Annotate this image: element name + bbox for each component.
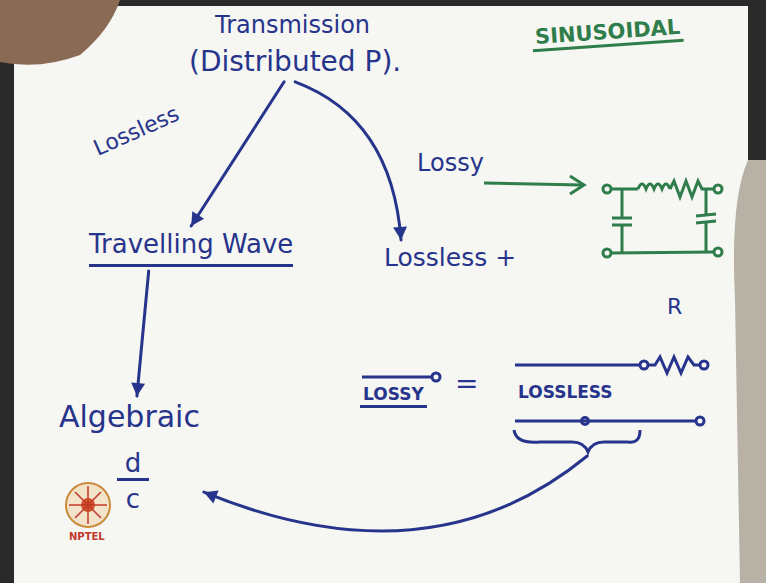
branch-heading: Lossless + bbox=[380, 240, 520, 277]
line-model-group: LOSSLESS bbox=[508, 356, 706, 456]
node-text: Lossless + bbox=[384, 244, 516, 273]
logo-text: NPTEL bbox=[66, 531, 108, 543]
result-heading: Algebraic dc bbox=[55, 396, 204, 519]
arrowhead bbox=[204, 491, 219, 504]
lumped-circuit bbox=[603, 181, 722, 257]
node-text: Transmission bbox=[189, 12, 401, 40]
node-text: d bbox=[117, 449, 149, 482]
root-heading: Transmission (Distributed P). bbox=[185, 8, 405, 82]
edge-label: Lossy bbox=[414, 150, 487, 178]
node-text: c bbox=[117, 485, 149, 515]
paper-sheet bbox=[14, 6, 748, 583]
connector bbox=[295, 82, 407, 240]
green-arrow bbox=[484, 176, 584, 194]
edge-label: Lossless bbox=[87, 100, 186, 162]
arrowhead bbox=[191, 211, 204, 226]
hand bbox=[734, 160, 766, 583]
lossy-line bbox=[362, 373, 440, 381]
hand bbox=[0, 0, 120, 65]
resistor-label: R bbox=[664, 294, 685, 319]
nptel-logo bbox=[66, 483, 110, 527]
node-text: (Distributed P). bbox=[189, 46, 401, 78]
node-text: Algebraic bbox=[59, 400, 200, 435]
annotation: SINUSOIDAL bbox=[531, 15, 684, 53]
branch-heading: Travelling Wave bbox=[85, 226, 297, 271]
connector bbox=[204, 456, 587, 531]
connector bbox=[191, 82, 284, 226]
arrowhead bbox=[131, 382, 145, 396]
node-text: LOSSLESS bbox=[518, 383, 702, 403]
line-type-label: LOSSY bbox=[360, 385, 427, 408]
connector bbox=[131, 271, 149, 396]
arrowhead bbox=[393, 227, 407, 240]
equals-sign: = bbox=[452, 368, 481, 400]
lossless-line-with-resistor bbox=[514, 357, 708, 452]
node-text: Travelling Wave bbox=[89, 230, 293, 267]
